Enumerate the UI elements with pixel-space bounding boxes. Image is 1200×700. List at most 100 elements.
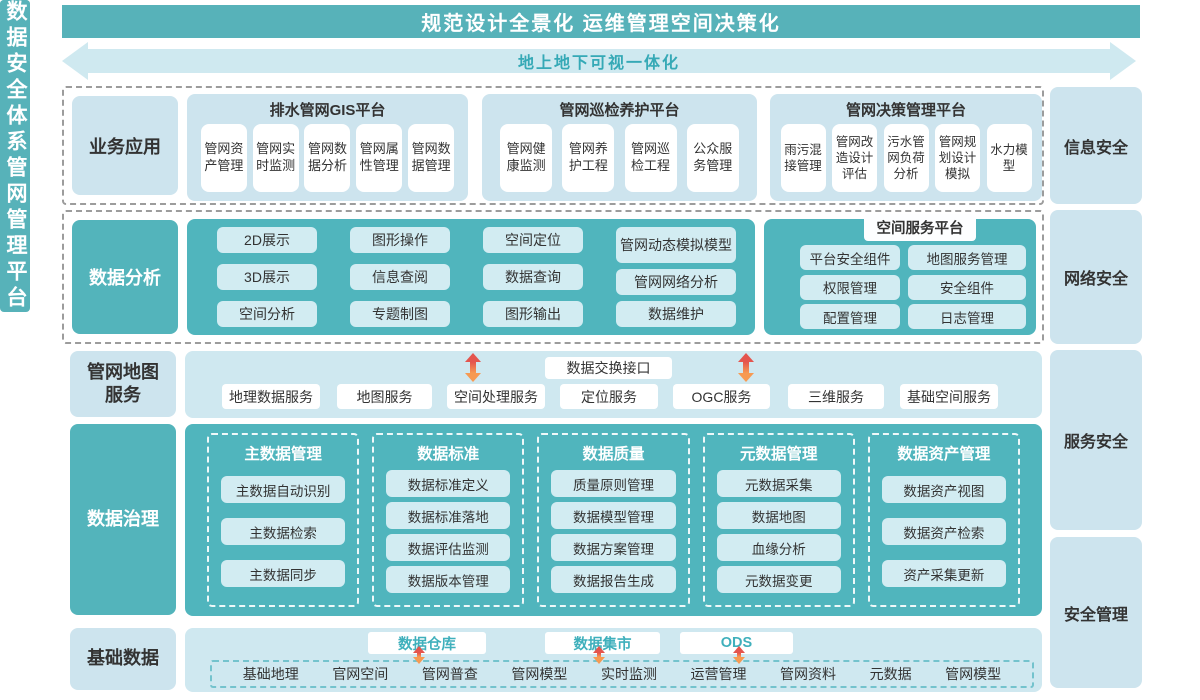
security-info-box: 信息安全 <box>1050 87 1142 204</box>
gov-group-master-data: 主数据管理 主数据自动识别 主数据检索 主数据同步 <box>207 433 360 607</box>
app-pill: 管网养护工程 <box>562 124 615 192</box>
analysis-functions-box: 2D展示 3D展示 空间分析 图形操作 信息查阅 专题制图 空间定位 数据查询 … <box>187 219 755 335</box>
group-inspection-platform: 管网巡检养护平台 管网健康监测 管网养护工程 管网巡检工程 公众服务管理 <box>482 94 757 201</box>
service-pill: 安全组件 <box>908 274 1026 300</box>
service-pill: 配置管理 <box>800 304 900 329</box>
map-services-box: 数据交换接口 地理数据服务 地图服务 空间处理服务 定位服务 OGC服务 三维服… <box>185 351 1042 418</box>
row-business-applications: 业务应用 排水管网GIS平台 管网资产管理 管网实时监测 管网数据分析 管网属性… <box>62 86 1044 205</box>
security-service-box: 服务安全 <box>1050 350 1142 530</box>
app-pill: 管网实时监测 <box>252 124 299 192</box>
map-service-pill: OGC服务 <box>673 384 770 409</box>
group-title: 管网决策管理平台 <box>845 102 966 119</box>
gov-group-data-asset: 数据资产管理 数据资产视图 数据资产检索 资产采集更新 <box>867 433 1021 607</box>
base-data-box: 数据仓库 数据集市 ODS 基础地理 官网空间 管网普查 管网模型 实时监测 运… <box>185 628 1042 692</box>
spatial-service-platform-box: 空间服务平台 平台安全组件 权限管理 配置管理 地图服务管理 安全组件 日志管理 <box>764 214 1036 335</box>
row-label-analysis: 数据分析 <box>72 220 178 334</box>
gov-pill: 数据资产视图 <box>881 476 1007 503</box>
gov-group-data-standard: 数据标准 数据标准定义 数据标准落地 数据评估监测 数据版本管理 <box>372 433 525 607</box>
row-label-business: 业务应用 <box>72 96 178 195</box>
data-flow-arrow-icon <box>465 353 481 382</box>
gov-pill: 主数据检索 <box>221 518 346 545</box>
function-pill: 图形输出 <box>483 301 583 327</box>
security-system-bar: 数据安全体系 <box>0 0 30 156</box>
map-service-pill: 地图服务 <box>337 384 432 409</box>
service-pill: 地图服务管理 <box>908 245 1026 270</box>
data-exchange-interface-box: 数据交换接口 <box>545 357 672 379</box>
service-pill: 平台安全组件 <box>800 245 900 270</box>
function-pill: 3D展示 <box>217 264 317 290</box>
governance-box: 主数据管理 主数据自动识别 主数据检索 主数据同步 数据标准 数据标准定义 数据… <box>185 424 1042 616</box>
service-pill: 权限管理 <box>800 274 900 300</box>
map-service-pill: 地理数据服务 <box>222 384 320 409</box>
function-pill: 2D展示 <box>217 227 317 253</box>
group-title: 管网巡检养护平台 <box>559 102 680 119</box>
security-system-title: 数据安全体系 <box>4 0 27 156</box>
gov-pill: 数据方案管理 <box>551 534 676 561</box>
top-banner: 规范设计全景化 运维管理空间决策化 <box>62 5 1140 38</box>
source-item: 管网普查 <box>421 666 478 682</box>
data-flow-arrow-icon <box>593 646 605 664</box>
function-pill: 管网动态模拟模型 <box>616 227 736 263</box>
arrow-banner-title: 地上地下可视一体化 <box>517 55 680 72</box>
app-pill: 管网资产管理 <box>200 124 247 192</box>
gov-pill: 数据评估监测 <box>386 534 511 561</box>
app-pill: 雨污混接管理 <box>780 124 826 192</box>
app-pill: 管网属性管理 <box>356 124 403 192</box>
group-title: 排水管网GIS平台 <box>269 102 386 119</box>
function-pill: 管网网络分析 <box>616 269 736 295</box>
row-label-base-data: 基础数据 <box>70 628 176 690</box>
integration-arrow-banner: 地上地下可视一体化 <box>62 42 1136 80</box>
data-flow-arrow-icon <box>738 353 754 382</box>
gov-pill: 资产采集更新 <box>881 560 1007 587</box>
app-pill: 水力模型 <box>986 124 1032 192</box>
function-pill: 图形操作 <box>350 227 450 253</box>
map-service-pill: 空间处理服务 <box>447 384 545 409</box>
row-data-analysis: 数据分析 2D展示 3D展示 空间分析 图形操作 信息查阅 专题制图 空间定位 … <box>62 210 1044 344</box>
gov-pill: 数据报告生成 <box>551 566 676 593</box>
gov-pill: 元数据采集 <box>716 470 841 497</box>
gov-pill: 元数据变更 <box>716 566 841 593</box>
service-pill: 日志管理 <box>908 304 1026 329</box>
arrow-right-head-icon <box>1110 42 1136 80</box>
app-pill: 公众服务管理 <box>686 124 739 192</box>
source-item: 运营管理 <box>690 666 747 682</box>
function-pill: 专题制图 <box>350 301 450 327</box>
gov-pill: 主数据自动识别 <box>221 476 346 503</box>
arrow-left-head-icon <box>62 42 88 80</box>
row-label-map-service: 管网地图服务 <box>70 351 176 417</box>
row-label-governance: 数据治理 <box>70 424 176 615</box>
app-pill: 管网数据分析 <box>304 124 351 192</box>
gov-pill: 数据版本管理 <box>386 566 511 593</box>
source-item: 基础地理 <box>242 666 299 682</box>
data-flow-arrow-icon <box>733 646 745 664</box>
function-pill: 数据维护 <box>616 301 736 327</box>
spatial-service-platform-tab: 空间服务平台 <box>864 214 976 241</box>
source-item: 元数据 <box>869 666 912 682</box>
gov-pill: 主数据同步 <box>221 560 346 587</box>
source-item: 实时监测 <box>600 666 657 682</box>
source-item: 管网模型 <box>945 666 1002 682</box>
gov-group-data-quality: 数据质量 质量原则管理 数据模型管理 数据方案管理 数据报告生成 <box>537 433 690 607</box>
security-manage-box: 安全管理 <box>1050 537 1142 688</box>
app-pill: 管网巡检工程 <box>624 124 677 192</box>
gov-pill: 质量原则管理 <box>551 470 676 497</box>
gov-pill: 数据标准定义 <box>386 470 511 497</box>
security-network-box: 网络安全 <box>1050 210 1142 344</box>
map-service-pill: 三维服务 <box>788 384 884 409</box>
source-item: 管网模型 <box>511 666 568 682</box>
app-pill: 管网数据管理 <box>408 124 455 192</box>
function-pill: 空间分析 <box>217 301 317 327</box>
app-pill: 管网改造设计评估 <box>832 124 877 192</box>
function-pill: 数据查询 <box>483 264 583 290</box>
app-pill: 管网规划设计模拟 <box>935 124 980 192</box>
data-warehouse-box: 数据仓库 <box>368 632 486 654</box>
function-pill: 信息查阅 <box>350 264 450 290</box>
data-flow-arrow-icon <box>413 646 425 664</box>
base-data-sources: 基础地理 官网空间 管网普查 管网模型 实时监测 运营管理 管网资料 元数据 管… <box>210 660 1034 688</box>
map-service-pill: 基础空间服务 <box>900 384 998 409</box>
group-gis-platform: 排水管网GIS平台 管网资产管理 管网实时监测 管网数据分析 管网属性管理 管网… <box>187 94 468 201</box>
map-service-pill: 定位服务 <box>560 384 658 409</box>
gov-pill: 数据标准落地 <box>386 502 511 529</box>
group-decision-platform: 管网决策管理平台 雨污混接管理 管网改造设计评估 污水管网负荷分析 管网规划设计… <box>770 94 1042 201</box>
